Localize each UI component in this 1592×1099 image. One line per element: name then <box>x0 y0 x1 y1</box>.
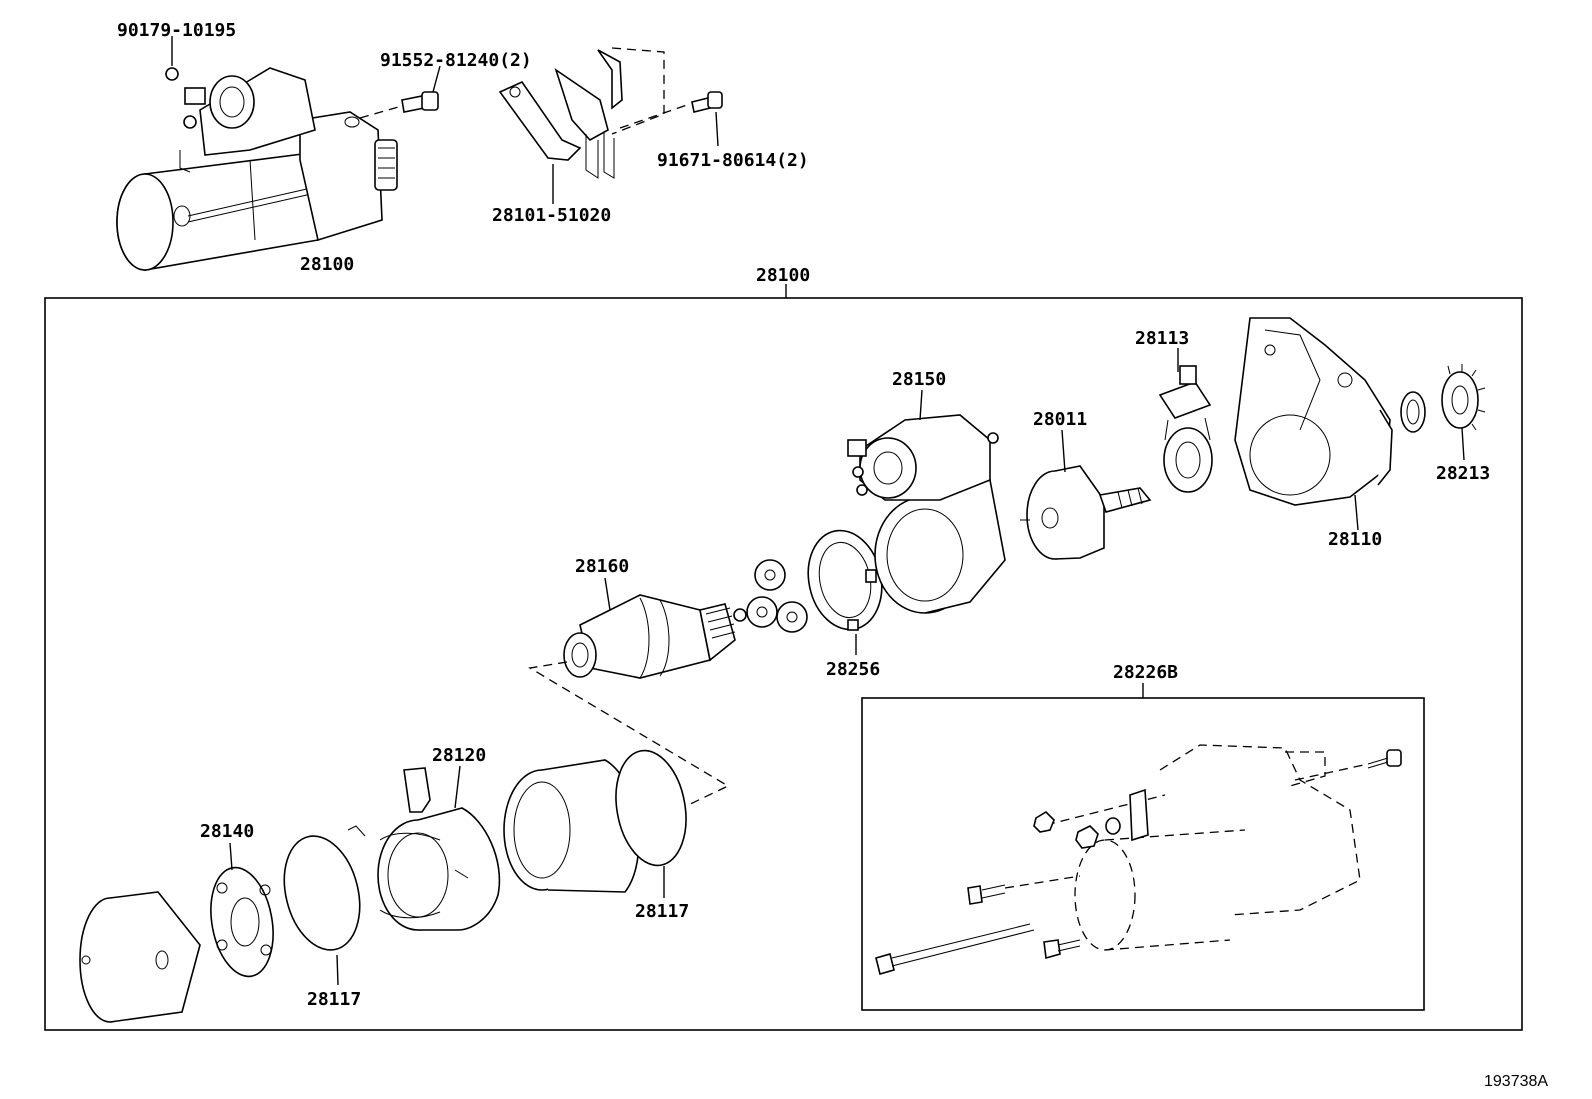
planetary-gears-drawing <box>746 559 808 633</box>
drive-housing-drawing <box>1234 317 1393 506</box>
label-planet-ring: 28256 <box>826 659 880 680</box>
bolt-kit-frame <box>861 697 1425 1011</box>
leader-armature <box>604 577 611 611</box>
bolt-kit-starter-outline <box>1045 744 1361 951</box>
shaft-clutch-drawing <box>1020 465 1152 560</box>
brush-holder-drawing <box>210 866 274 978</box>
label-bracket: 28101-51020 <box>492 205 611 226</box>
figure-id: 193738A <box>1484 1073 1548 1090</box>
leader-pinion <box>1461 427 1465 461</box>
oring-left-drawing <box>283 835 361 951</box>
leader-bolt-top <box>432 65 441 93</box>
leader-brush-holder <box>229 842 233 871</box>
magnet-sleeve-drawing <box>503 759 640 893</box>
leader-bolt-right <box>715 111 719 147</box>
label-bolt-top: 91552-81240(2) <box>380 50 532 71</box>
leader-shaft-clutch <box>1061 429 1066 473</box>
label-lever: 28113 <box>1135 328 1189 349</box>
leader-housing <box>1354 494 1359 531</box>
label-oring-right: 28117 <box>635 901 689 922</box>
label-starter-assy: 28100 <box>300 254 354 275</box>
label-exploded-assy: 28100 <box>756 265 810 286</box>
label-magnetic-switch: 28150 <box>892 369 946 390</box>
armature-drawing <box>563 594 747 679</box>
label-oring-left: 28117 <box>307 989 361 1010</box>
label-yoke: 28120 <box>432 745 486 766</box>
bolt-top-drawing <box>359 91 439 119</box>
label-nut-top: 90179-10195 <box>117 20 236 41</box>
lever-drawing <box>1158 365 1213 493</box>
leader-yoke <box>454 765 461 809</box>
label-housing: 28110 <box>1328 529 1382 550</box>
ring-gear-drawing <box>807 529 883 631</box>
starter-assembly-drawing <box>116 67 398 271</box>
label-armature: 28160 <box>575 556 629 577</box>
leader-oring-left <box>336 954 339 986</box>
label-bolt-right: 91671-80614(2) <box>657 150 809 171</box>
yoke-drawing <box>347 767 501 931</box>
bolt-kit-hardware <box>875 749 1402 975</box>
label-bolt-kit: 28226B <box>1113 662 1178 683</box>
bolt-right-drawing <box>691 91 723 113</box>
bracket-drawing <box>498 47 691 179</box>
magnetic-switch-drawing <box>847 414 1006 614</box>
exploded-view-frame <box>44 297 1523 1031</box>
label-brush-holder: 28140 <box>200 821 254 842</box>
label-pinion: 28213 <box>1436 463 1490 484</box>
oring-right-drawing <box>615 749 687 867</box>
end-cover-drawing <box>79 891 201 1023</box>
label-shaft-clutch: 28011 <box>1033 409 1087 430</box>
leader-magnetic-switch <box>919 389 923 421</box>
seal-pinion-drawing <box>1400 364 1486 433</box>
